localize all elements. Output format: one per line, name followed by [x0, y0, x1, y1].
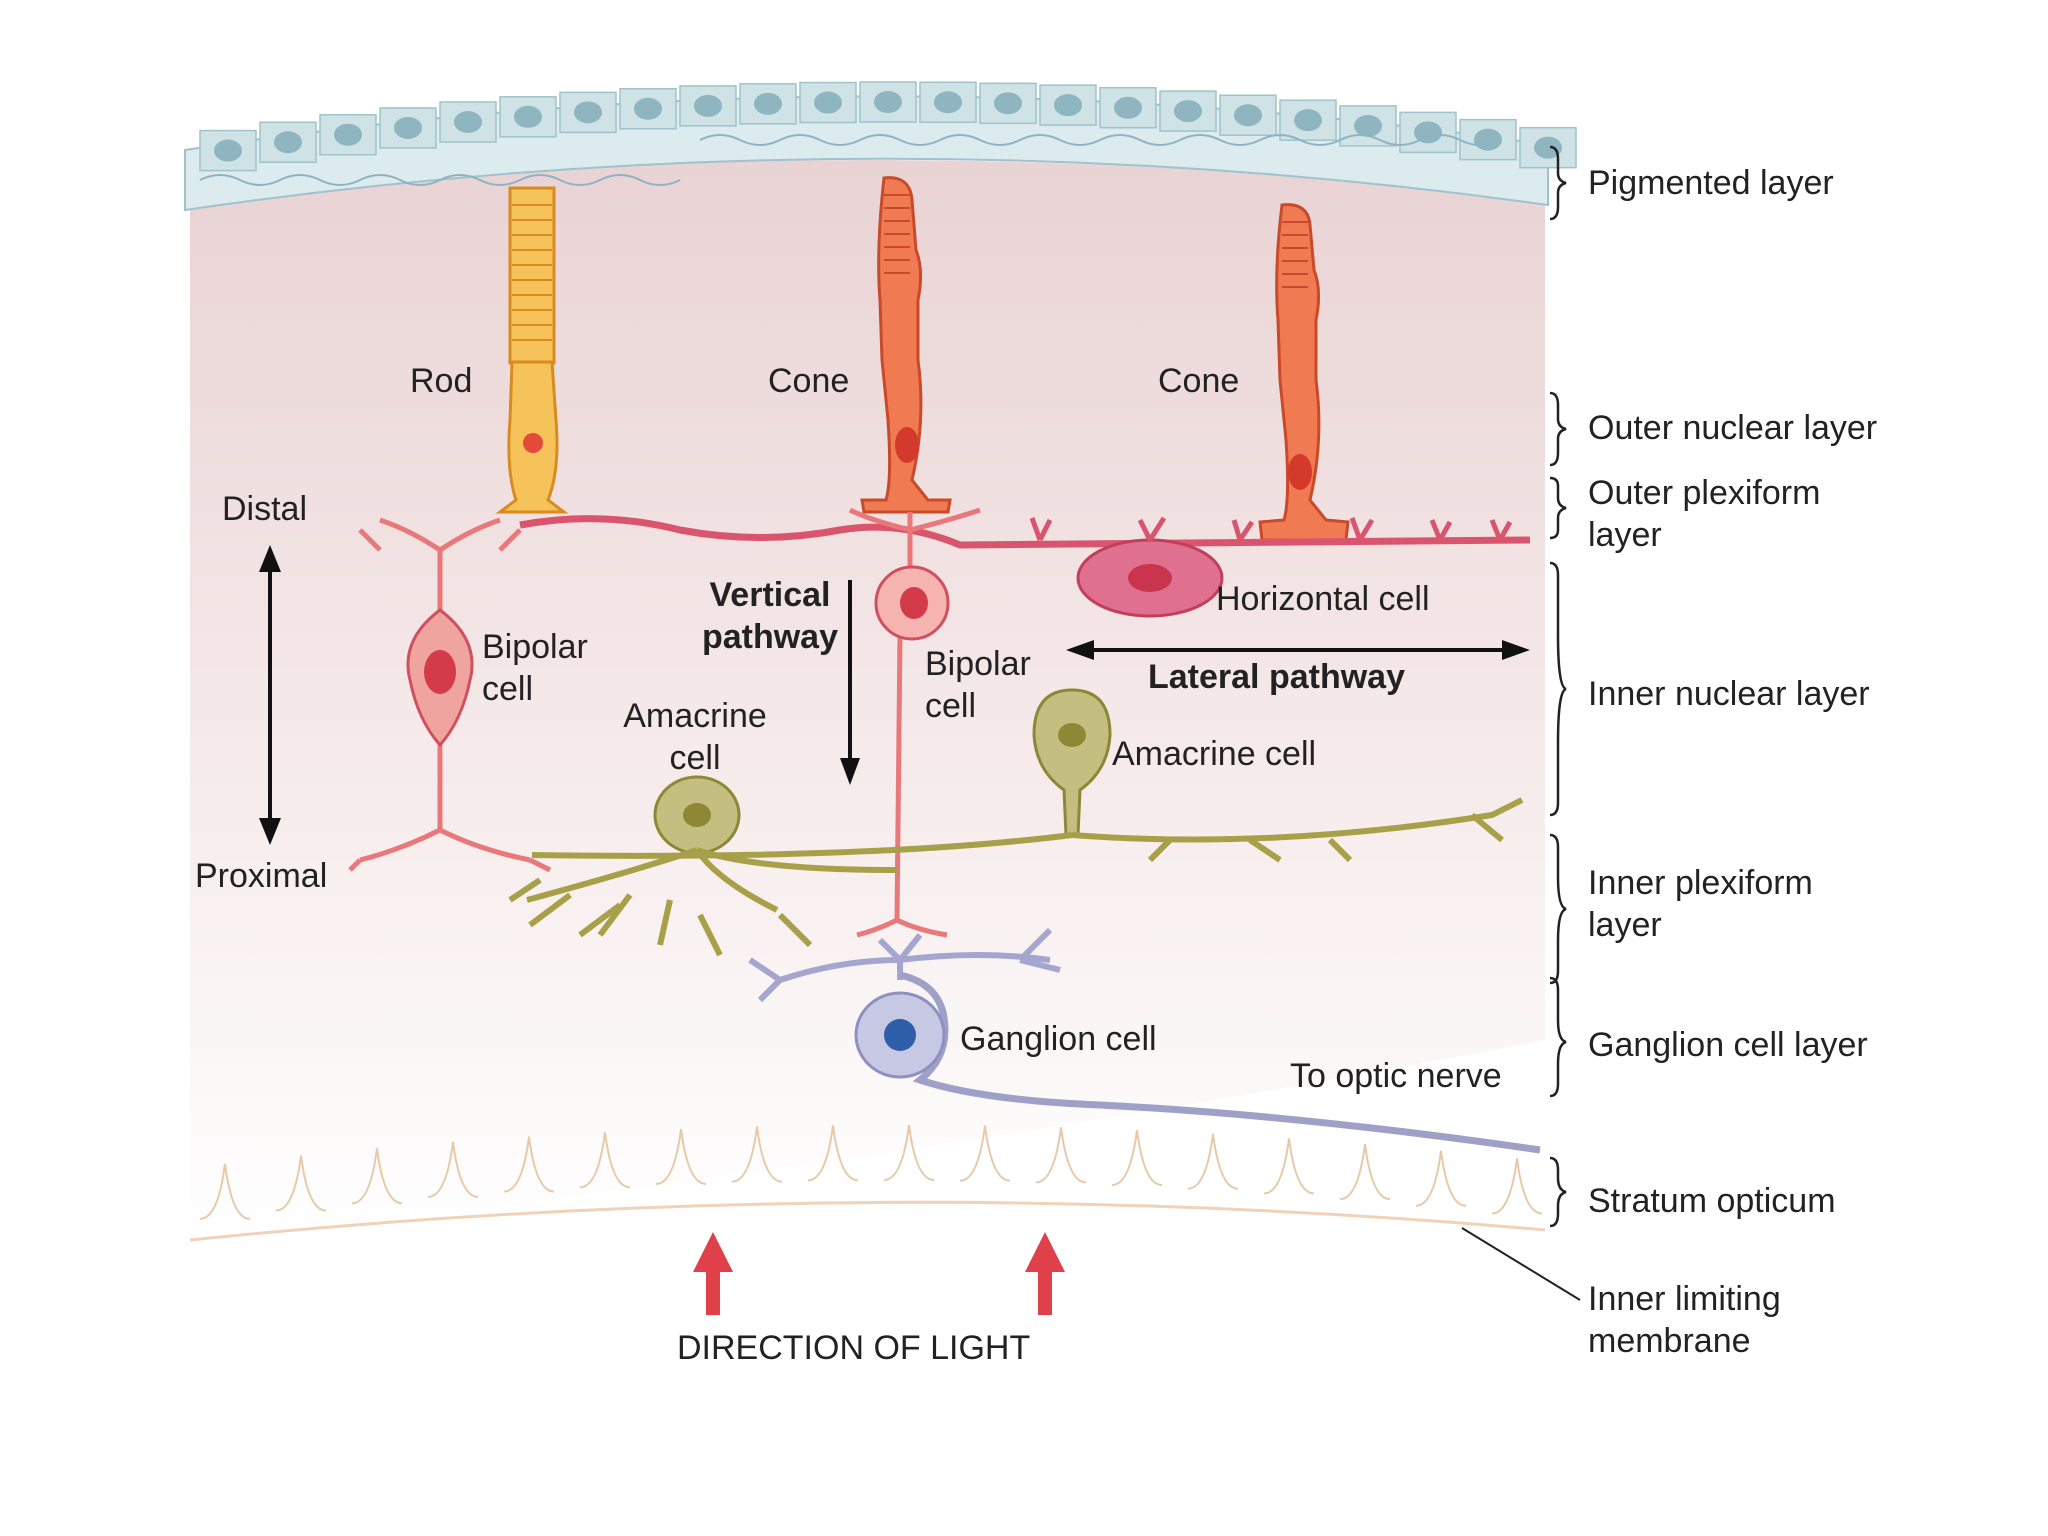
pigment-cell-nucleus: [694, 94, 722, 117]
pigment-cell-nucleus: [1054, 94, 1082, 117]
pigment-cell-nucleus: [454, 110, 482, 133]
pigment-cell-nucleus: [934, 91, 962, 114]
pigment-cell-nucleus: [1354, 114, 1382, 137]
layer-label-inner-limiting-membrane: Inner limiting membrane: [1588, 1280, 1781, 1360]
layer-label-ganglion: Ganglion cell layer: [1588, 1026, 1868, 1064]
light-arrows: [693, 1232, 1065, 1315]
pigment-cell-nucleus: [1174, 100, 1202, 123]
layer-brackets: [1461, 145, 1581, 1301]
pigment-cell-nucleus: [274, 131, 302, 154]
horizontal-cell-label: Horizontal cell: [1216, 580, 1430, 618]
pigment-cell-nucleus: [634, 97, 662, 120]
lateral-pathway-label: Lateral pathway: [1148, 658, 1405, 696]
vertical-pathway-arrow: [840, 580, 860, 785]
layer-label-inner-nuclear: Inner nuclear layer: [1588, 675, 1870, 713]
pigment-cell-nucleus: [994, 92, 1022, 115]
bipolar-cell-center: [848, 507, 981, 938]
proximal-label: Proximal: [195, 857, 328, 895]
distal-proximal-arrow: [259, 545, 281, 845]
pigment-cell-nucleus: [1534, 136, 1562, 159]
amacrine-right-label: Amacrine cell: [1112, 735, 1317, 773]
cone-cell-2: [1258, 203, 1350, 542]
amacrine-left-label: Amacrine cell: [623, 697, 767, 777]
layer-label-stratum-opticum: Stratum opticum: [1588, 1182, 1836, 1220]
bipolar-cell-left: [348, 517, 552, 873]
pigment-cell-nucleus: [754, 92, 782, 115]
ganglion-label: Ganglion cell: [960, 1020, 1157, 1058]
direction-of-light-label: DIRECTION OF LIGHT: [677, 1329, 1031, 1367]
pigment-cell-nucleus: [1234, 104, 1262, 127]
pigment-cell-nucleus: [574, 101, 602, 124]
vertical-pathway-label: Vertical pathway: [701, 576, 839, 656]
rod-cell: [495, 186, 569, 514]
layer-label-inner-plexiform: Inner plexiform layer: [1588, 864, 1813, 944]
pigment-cell-nucleus: [214, 139, 242, 162]
pigment-cell-nucleus: [514, 105, 542, 128]
pigment-cell-nucleus: [1294, 109, 1322, 132]
pigment-cell-nucleus: [814, 91, 842, 114]
distal-label: Distal: [222, 490, 308, 528]
bipolar-center-label: Bipolar cell: [925, 645, 1031, 725]
lateral-pathway-arrow: [1066, 640, 1530, 660]
amacrine-cell-left: [508, 775, 898, 957]
pigment-cell-nucleus: [1414, 121, 1442, 144]
cone-label-2: Cone: [1158, 362, 1240, 400]
pigment-cell-nucleus: [334, 123, 362, 146]
layer-label-outer-plexiform: Outer plexiform layer: [1588, 474, 1821, 554]
pigmented-epithelium: [184, 81, 1577, 212]
ganglion-cell: [748, 927, 1541, 1154]
pigment-cell-nucleus: [1474, 128, 1502, 151]
rod-label: Rod: [410, 362, 473, 400]
horizontal-cell: [519, 515, 1531, 618]
pigment-cell-nucleus: [394, 116, 422, 139]
cone-label-1: Cone: [768, 362, 850, 400]
layer-label-pigmented: Pigmented layer: [1588, 164, 1834, 202]
stratum-opticum: [189, 1124, 1546, 1242]
pigment-cell-nucleus: [874, 91, 902, 114]
layer-label-outer-nuclear: Outer nuclear layer: [1588, 409, 1878, 447]
amacrine-cell-right: [531, 688, 1524, 863]
pigment-cell-nucleus: [1114, 96, 1142, 119]
optic-nerve-label: To optic nerve: [1290, 1057, 1502, 1095]
pigment-cell: [1459, 118, 1517, 161]
bipolar-left-label: Bipolar cell: [482, 628, 588, 708]
cone-cell-1: [860, 176, 952, 514]
